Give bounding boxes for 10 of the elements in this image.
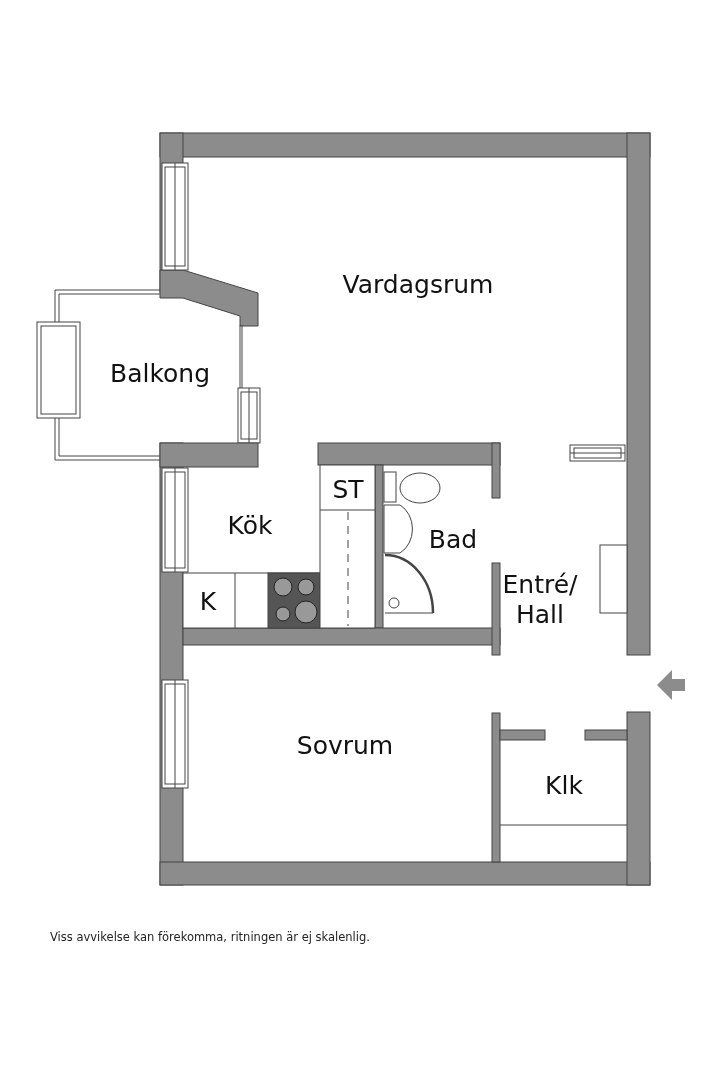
room-label: Sovrum — [296, 731, 394, 761]
room-label: Vardagsrum — [342, 270, 494, 300]
room-label: ST — [332, 475, 364, 505]
room-label: Klk — [545, 771, 583, 801]
room-label: K — [199, 587, 217, 617]
room-label: Balkong — [110, 359, 210, 389]
room-label: Bad — [428, 525, 478, 555]
room-label: Kök — [227, 511, 273, 541]
room-label: Entré/ Hall — [501, 570, 579, 630]
disclaimer-note: Viss avvikelse kan förekomma, ritningen är ej skalenlig. — [50, 930, 370, 944]
